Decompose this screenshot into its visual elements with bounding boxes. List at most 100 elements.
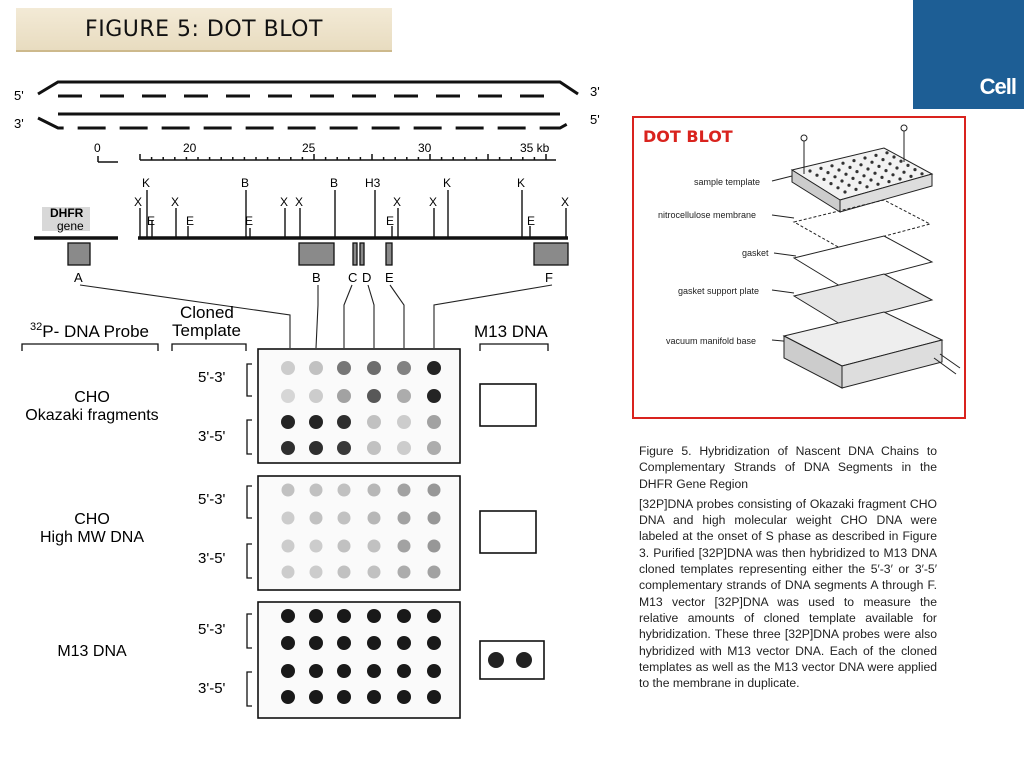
gene-label-line1: DHFR (50, 206, 84, 220)
manifold-well (885, 151, 889, 155)
slide-title: FIGURE 5: DOT BLOT (85, 17, 323, 42)
site-label: K (517, 176, 525, 190)
blot-dot (397, 361, 411, 375)
blot-dot (281, 636, 295, 650)
blot-dot (427, 636, 441, 650)
label-nitrocellulose: nitrocellulose membrane (658, 210, 757, 220)
manifold-well (873, 171, 877, 175)
site-label: K (142, 176, 150, 190)
blot-dot (309, 539, 323, 553)
manifold-well (863, 156, 867, 160)
strand-labels: 5'-3' 3'-5' 5'-3' 3'-5' 5'-3' 3'-5' (198, 369, 226, 697)
strand-label: 3'-5' (198, 680, 226, 697)
blot-dot (427, 539, 441, 553)
blot-dot (397, 483, 411, 497)
manifold-well (815, 173, 819, 177)
blot-dot (397, 636, 411, 650)
manifold-well (841, 161, 845, 165)
strand-label: 3'-5' (198, 428, 226, 445)
probe-header-text: P- DNA Probe (42, 322, 149, 341)
blot-dot (337, 609, 351, 623)
blot-dot (309, 441, 323, 455)
blot-dot (367, 361, 381, 375)
probe3-line1: M13 DNA (57, 643, 127, 660)
blot-dot (367, 389, 381, 403)
blot-dot (309, 690, 323, 704)
blot-dot (397, 690, 411, 704)
blot-dot (281, 361, 295, 375)
manifold-well (880, 175, 884, 179)
site-label: E (245, 214, 253, 228)
blot-dot (281, 609, 295, 623)
manifold-well (837, 168, 841, 172)
probe2-line1: CHO (74, 511, 110, 528)
manifold-well (858, 181, 862, 185)
gene-label-line2: gene (57, 219, 84, 233)
blot-dot (367, 690, 381, 704)
probe-header: 32P- DNA Probe (30, 321, 149, 341)
scale-tick-30: 30 (418, 141, 432, 155)
blot-dot (367, 539, 381, 553)
manifold-well (920, 172, 924, 176)
site-label: X (134, 195, 142, 209)
blot-dot (367, 664, 381, 678)
segment-label-f: F (545, 270, 553, 285)
figure-caption: Figure 5. Hybridization of Nascent DNA C… (639, 443, 937, 691)
site-label: E (527, 214, 535, 228)
manifold-well (874, 153, 878, 157)
blot-dot (367, 483, 381, 497)
blot-dot (427, 565, 441, 579)
end-5-bottom-right: 5' (590, 112, 600, 127)
strand-label: 5'-3' (198, 369, 226, 386)
restriction-map (34, 207, 568, 240)
manifold-well (836, 186, 840, 190)
blot-dot (337, 664, 351, 678)
m13-control-dot (516, 652, 532, 668)
blot-dot (427, 415, 441, 429)
probe-header-sup: 32 (30, 321, 42, 333)
blot-dot (281, 664, 295, 678)
blot-dot (427, 511, 441, 525)
manifold-well (822, 177, 826, 181)
manifold-illustration (771, 124, 961, 389)
site-labels: K X E X E B E X X B H3 E X X K K E X (134, 176, 569, 228)
site-label: X (171, 195, 179, 209)
manifold-well (859, 163, 863, 167)
blot-dots (281, 361, 532, 704)
manifold-well (866, 167, 870, 171)
scale-tick-0: 0 (94, 141, 101, 155)
blot-dot (367, 511, 381, 525)
manifold-well (884, 169, 888, 173)
probe1-line1: CHO (74, 389, 110, 406)
manifold-well (887, 180, 891, 184)
blot-dot (337, 361, 351, 375)
site-label: X (393, 195, 401, 209)
blot-dot (337, 539, 351, 553)
manifold-well (847, 183, 851, 187)
blot-dot (427, 609, 441, 623)
site-label: E (186, 214, 194, 228)
manifold-well (870, 160, 874, 164)
caption-title: Figure 5. Hybridization of Nascent DNA C… (639, 444, 937, 491)
blot-dot (367, 565, 381, 579)
template-header-line1: Cloned (180, 303, 234, 322)
blot-dot (427, 389, 441, 403)
manifold-well (891, 173, 895, 177)
m13-header: M13 DNA (474, 322, 548, 341)
manifold-well (852, 159, 856, 163)
blot-dot (337, 565, 351, 579)
manifold-well (808, 169, 812, 173)
label-manifold-base: vacuum manifold base (666, 336, 757, 346)
end-3-bottom-left: 3' (14, 116, 24, 131)
segment-boxes (67, 242, 569, 266)
manifold-well (826, 171, 830, 175)
connector-lines (79, 284, 553, 349)
blot-dot (367, 636, 381, 650)
blot-dot (397, 539, 411, 553)
slide-title-box: FIGURE 5: DOT BLOT (16, 8, 392, 52)
blot-dot (281, 511, 295, 525)
blot-dot (309, 664, 323, 678)
blot-dot (337, 636, 351, 650)
caption-body: [32P]DNA probes consisting of Okazaki fr… (639, 496, 937, 691)
scale-tick-20: 20 (183, 141, 197, 155)
